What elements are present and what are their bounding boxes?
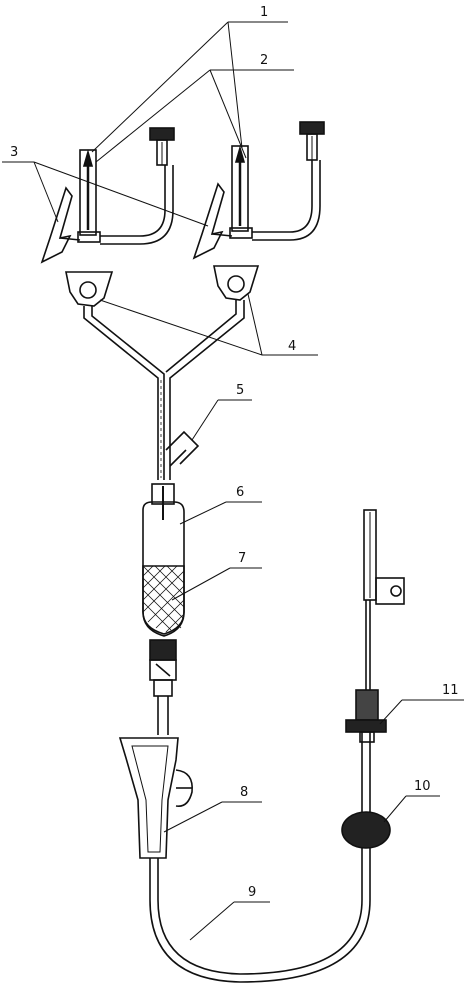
right-vent-tube	[252, 160, 313, 233]
left-spike-assembly	[40, 127, 175, 307]
label-2: 2	[260, 53, 268, 68]
injection-port	[165, 430, 200, 467]
right-vent-cap	[299, 121, 325, 135]
main-tube	[149, 720, 371, 983]
label-1: 1	[260, 5, 268, 20]
label-8: 8	[240, 785, 248, 800]
left-vent-tube	[100, 165, 166, 237]
flow-connector	[149, 639, 177, 735]
label-7: 7	[238, 551, 246, 566]
label-6: 6	[236, 485, 244, 500]
roller-clamp	[118, 737, 193, 859]
label-3: 3	[10, 145, 18, 160]
drip-chamber	[142, 483, 185, 637]
label-11: 11	[442, 683, 459, 698]
reference-labels: 1 2 3 4 5 6 7 8 9 10 11	[10, 5, 459, 900]
roller-wheel	[175, 769, 193, 808]
label-5: 5	[236, 383, 244, 398]
right-spike-assembly	[192, 121, 325, 301]
needle-assembly	[363, 509, 405, 605]
leader-lines	[2, 21, 464, 941]
drip-chamber-body	[142, 501, 185, 637]
label-10: 10	[414, 779, 431, 794]
right-clip	[192, 182, 225, 260]
right-filter	[213, 265, 260, 301]
y-junction	[83, 300, 245, 480]
label-4: 4	[288, 339, 296, 354]
needle-tag	[375, 577, 405, 605]
label-9: 9	[248, 885, 256, 900]
flow-regulator	[345, 600, 387, 743]
left-clip	[40, 186, 73, 264]
left-spike-tip	[82, 149, 94, 167]
drip-chamber-filter	[142, 565, 185, 635]
y-site-ball	[341, 811, 391, 849]
left-vent-cap	[149, 127, 175, 141]
left-filter	[65, 271, 114, 307]
